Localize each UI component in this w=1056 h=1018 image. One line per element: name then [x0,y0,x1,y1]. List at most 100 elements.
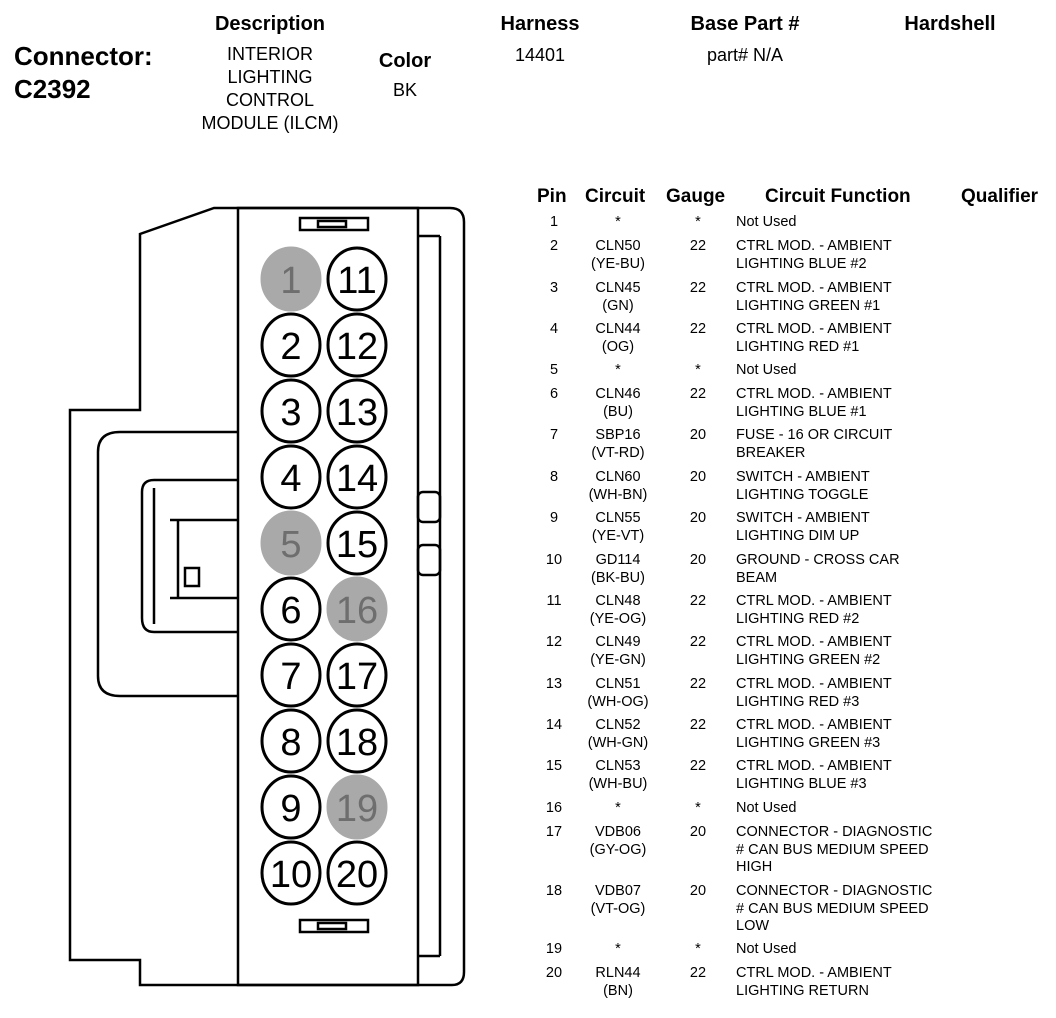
circuit-line: (BU) [603,403,633,420]
gauge-cell: * [695,362,701,378]
gauge-cell: 22 [689,634,707,650]
pin-number-cell: 12 [545,634,563,650]
gauge-cell: 20 [689,883,707,899]
circuit-cell: CLN52(WH-GN) [570,717,666,752]
pin-cavity-1 [260,246,322,312]
pin-cavity-3 [260,378,322,444]
circuit-cell: * [570,941,666,959]
gauge-cell: 20 [689,510,707,526]
pin-number-label: 14 [336,458,378,500]
circuit-line: (BK-BU) [591,569,645,586]
gauge-cell: 22 [689,965,707,981]
function-line: CTRL MOD. - AMBIENT [736,676,892,692]
circuit-line: VDB07 [595,883,641,899]
column-header-gauge: Gauge [666,186,726,207]
function-line: CONNECTOR - DIAGNOSTIC [736,883,933,899]
pin-cavity-15 [326,510,388,576]
circuit-cell: * [570,214,666,232]
pin-number-label: 8 [280,722,301,764]
pin-number-label: 6 [280,590,301,632]
circuit-line: CLN60 [595,469,641,485]
pin-cavity-19 [326,774,388,840]
pin-cavity-9 [260,774,322,840]
description-line: MODULE (ILCM) [201,113,339,133]
gauge-cell: * [695,800,701,816]
pin-number-cell: 14 [545,717,563,733]
function-line: Not Used [736,941,797,957]
function-line: BREAKER [736,444,806,461]
pin-cavity-20 [326,840,388,906]
circuit-function-cell: Not Used [736,800,976,818]
function-line: # CAN BUS MEDIUM SPEED [736,900,929,917]
circuit-line: (YE-GN) [590,651,646,668]
pin-cavity-14 [326,444,388,510]
gauge-cell: 22 [689,758,707,774]
pin-number-cell: 4 [549,321,559,337]
circuit-line: GD114 [595,552,641,568]
gauge-cell: 22 [689,717,707,733]
pin-cavity-5 [260,510,322,576]
column-header-circuit-function: Circuit Function [765,186,911,207]
circuit-line: (VT-RD) [591,444,645,461]
pin-cavity-4 [260,444,322,510]
pin-number-label: 5 [280,524,301,566]
circuit-line: VDB06 [595,824,641,840]
gauge-cell: 22 [689,238,707,254]
circuit-line: (YE-OG) [589,610,647,627]
circuit-cell: * [570,800,666,818]
circuit-cell: CLN44(OG) [570,321,666,356]
side-tab [416,543,442,577]
pin-cavity-18 [326,708,388,774]
circuit-line: (GN) [602,297,634,314]
pin-number-cell: 11 [546,593,562,609]
gauge-cell: * [695,214,701,230]
function-line: SWITCH - AMBIENT [736,510,870,526]
pin-number-label: 12 [336,326,378,368]
pin-number-cell: 18 [545,883,563,899]
pin-number-label: 18 [336,722,378,764]
circuit-cell: CLN51(WH-OG) [570,676,666,711]
function-line: CTRL MOD. - AMBIENT [736,280,892,296]
function-line: FUSE - 16 OR CIRCUIT [736,427,893,443]
gauge-cell: 22 [689,386,707,402]
gauge-cell: 20 [689,824,707,840]
pin-number-label: 1 [280,260,301,302]
function-line: CTRL MOD. - AMBIENT [736,965,892,981]
gauge-cell: 22 [689,593,707,609]
pin-cavity-12 [326,312,388,378]
circuit-line: CLN45 [595,280,641,296]
function-line: LIGHTING GREEN #2 [736,651,881,668]
pin-number-label: 17 [336,656,378,698]
pin-number-cell: 9 [549,510,559,526]
function-line: CTRL MOD. - AMBIENT [736,238,892,254]
top-slot [298,216,370,232]
pin-number-cell: 8 [549,469,559,485]
pin-number-label: 16 [336,590,378,632]
harness-title: Harness [500,13,580,35]
function-line: SWITCH - AMBIENT [736,469,870,485]
pin-cavity-7 [260,642,322,708]
pin-cavity-8 [260,708,322,774]
function-line: LIGHTING RED #3 [736,693,860,710]
circuit-line: CLN51 [595,676,641,692]
circuit-line: (VT-OG) [590,900,646,917]
pin-number-label: 3 [280,392,301,434]
column-header-pin: Pin [537,186,567,207]
base-part-title: Base Part # [690,13,800,35]
latch-arm [96,430,238,698]
pin-number-label: 9 [280,788,301,830]
circuit-line: * [615,941,621,957]
gauge-cell: 22 [689,676,707,692]
pin-number-cell: 7 [549,427,559,443]
function-line: CTRL MOD. - AMBIENT [736,634,892,650]
